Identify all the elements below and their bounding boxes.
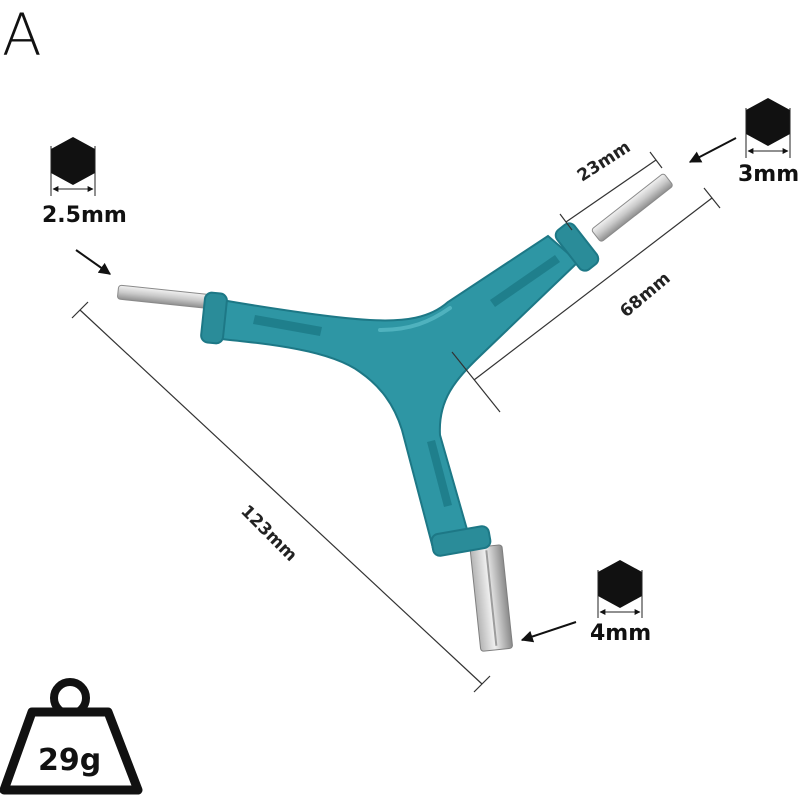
handle-shine	[378, 306, 452, 332]
bit-size-left-label: 2.5mm	[42, 203, 127, 228]
overall-length-label: 123mm	[236, 501, 300, 565]
arm-length-label: 68mm	[616, 269, 674, 322]
weight-label: 29g	[38, 743, 101, 778]
handle-body	[210, 234, 580, 554]
arrow-icon	[688, 137, 737, 163]
collar-left	[200, 291, 228, 345]
hexagon-icon	[598, 560, 642, 608]
hex-size-bottom: 4mm	[520, 560, 651, 646]
arrow-icon	[520, 621, 577, 643]
bit-bottom	[469, 544, 513, 652]
bit-size-right-label: 3mm	[738, 162, 799, 187]
arrow-icon	[75, 249, 111, 275]
bit-right	[591, 173, 673, 242]
collar-bottom	[430, 525, 492, 557]
weight-icon: 29g	[0, 678, 143, 795]
y-hex-key-tool	[117, 173, 673, 652]
grip-left	[253, 315, 322, 336]
hex-size-right: 3mm	[688, 98, 799, 187]
variant-letter: A	[2, 1, 42, 69]
grip-bottom	[427, 440, 452, 507]
collar-right	[554, 222, 600, 272]
hexagon-icon	[746, 98, 790, 146]
bit-left	[117, 284, 215, 310]
hexagon-icon	[51, 137, 95, 185]
hex-size-left: 2.5mm	[42, 137, 127, 275]
grip-right	[490, 255, 560, 307]
bit-length-label: 23mm	[574, 137, 634, 186]
bit-size-bottom-label: 4mm	[590, 621, 651, 646]
